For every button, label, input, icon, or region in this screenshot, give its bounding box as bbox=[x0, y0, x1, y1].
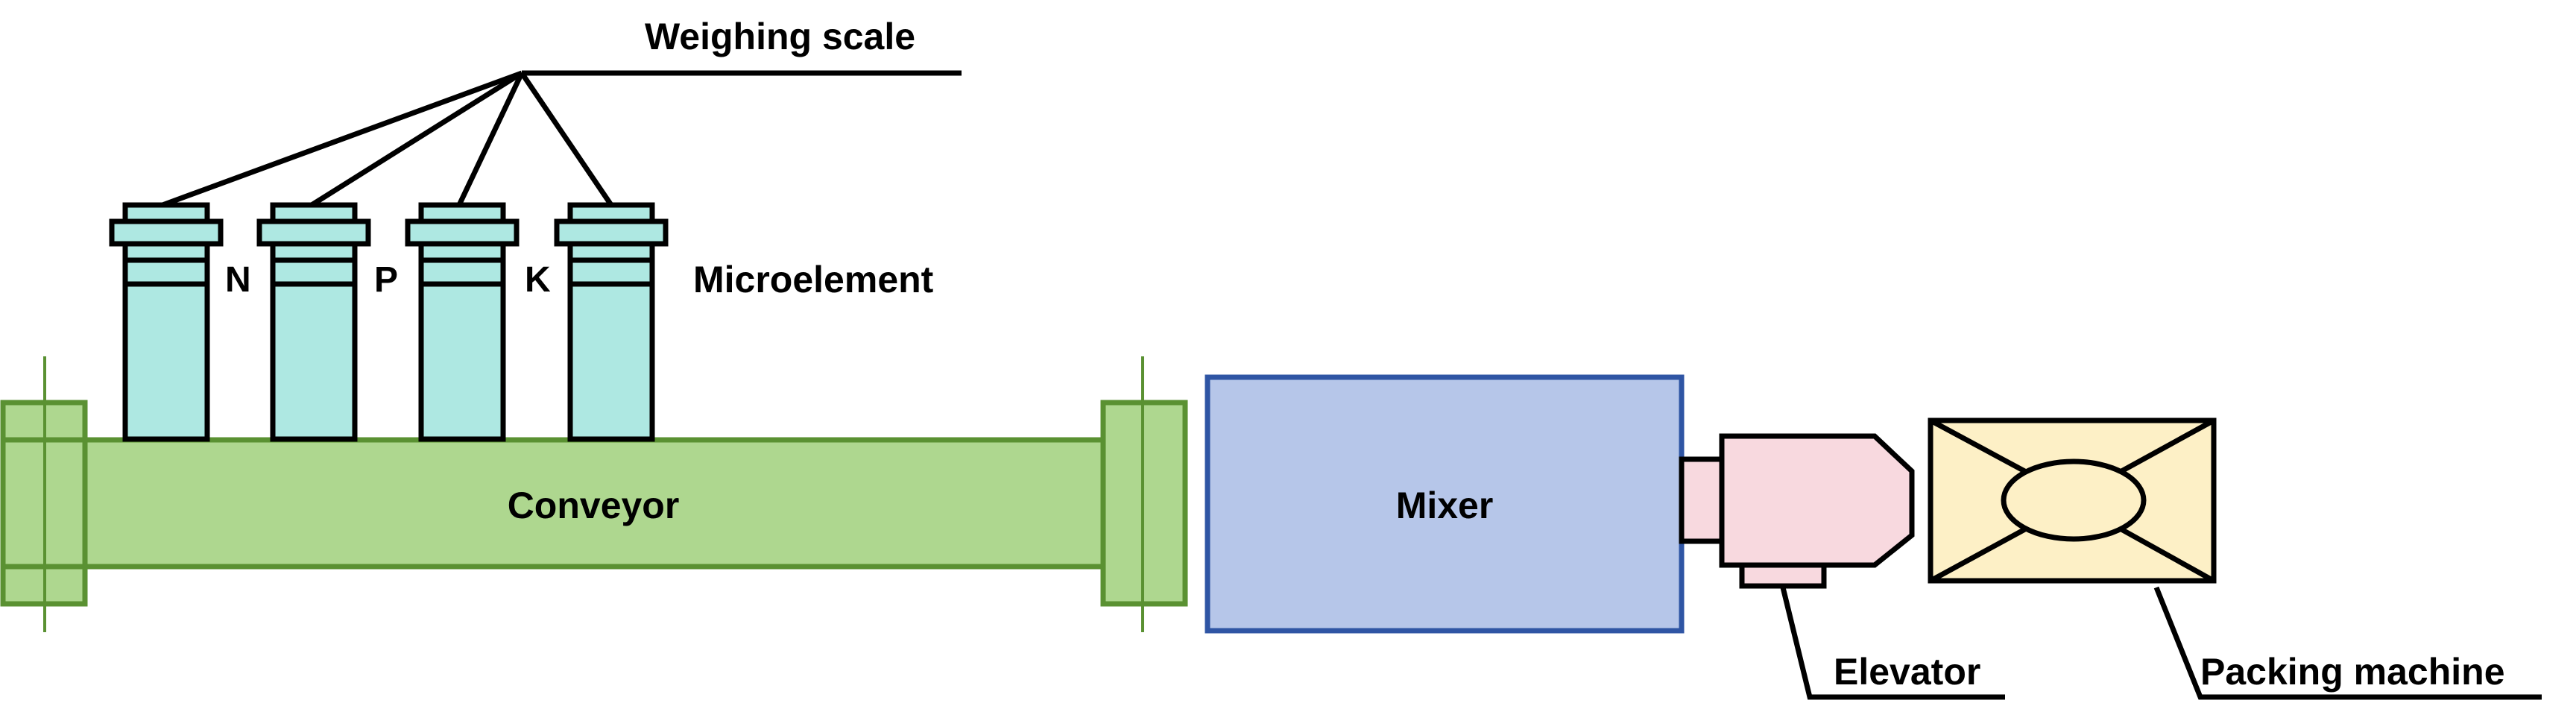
mixer bbox=[1205, 374, 1685, 634]
packing-machine-leader-line bbox=[2153, 586, 2542, 700]
mixer-label: Mixer bbox=[1396, 485, 1494, 526]
weighing-scale-lines bbox=[161, 70, 962, 208]
packing-machine-label: Packing machine bbox=[2200, 651, 2505, 693]
hopper-k bbox=[405, 202, 520, 442]
hopper-p bbox=[256, 202, 371, 442]
conveyor-belt bbox=[38, 437, 1106, 570]
packing-machine bbox=[1928, 417, 2217, 584]
conveyor-label: Conveyor bbox=[508, 485, 680, 526]
elevator-leader-line bbox=[1780, 587, 2005, 700]
elevator bbox=[1679, 433, 1915, 589]
hopper-microelement bbox=[554, 202, 669, 442]
hopper-n bbox=[109, 202, 224, 442]
microelement-label: Microelement bbox=[693, 259, 934, 300]
hopper-n-label: N bbox=[225, 260, 251, 300]
weighing-scale-label: Weighing scale bbox=[645, 16, 915, 57]
hopper-p-label: P bbox=[374, 260, 398, 300]
conveyor: Conveyor bbox=[0, 356, 1188, 632]
hopper-k-label: K bbox=[525, 260, 551, 300]
elevator-label: Elevator bbox=[1834, 651, 1980, 693]
